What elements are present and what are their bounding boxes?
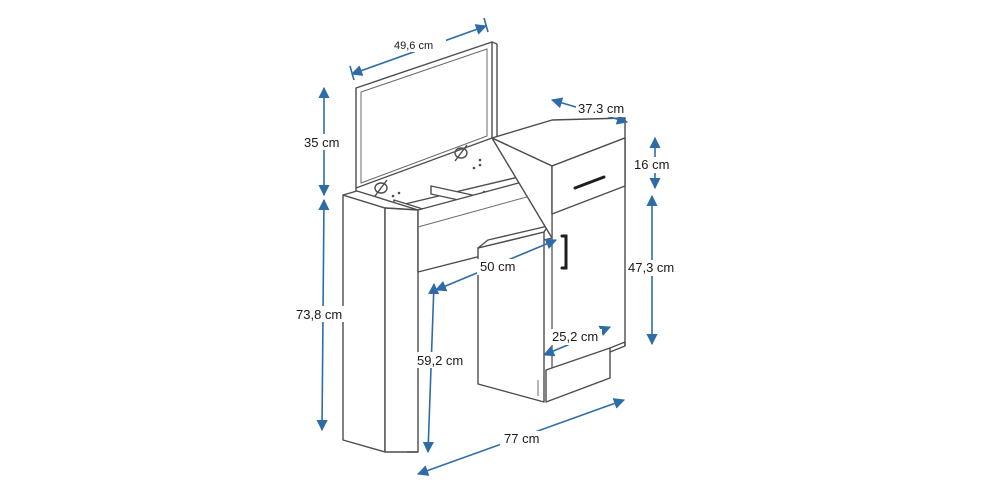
cabinet-depth-label: 37.3 cm (578, 101, 624, 116)
dimension-labels: 49,6 cm 35 cm 73,8 cm 59,2 cm 50 cm 37.3… (294, 38, 678, 447)
drawer-height-label: 16 cm (634, 157, 669, 172)
mirror-lid (355, 41, 498, 189)
hinge-icon (454, 144, 468, 162)
hinge-icon (374, 179, 388, 197)
door-height-label: 47,3 cm (628, 260, 674, 275)
total-width-label: 77 cm (504, 431, 539, 446)
middle-cabinet (477, 225, 549, 403)
total-height-label: 73,8 cm (296, 307, 342, 322)
cabinet-width-label: 25,2 cm (552, 329, 598, 344)
drawer-front (551, 137, 626, 215)
depth-label: 50 cm (480, 259, 515, 274)
mirror-height-label: 35 cm (304, 135, 339, 150)
drawer-handle-icon (573, 175, 606, 190)
mirror-width-label: 49,6 cm (394, 40, 433, 52)
left-side-panel (342, 190, 419, 453)
door-handle-icon (560, 234, 568, 270)
inner-height-label: 59,2 cm (417, 353, 463, 368)
screw-dots (391, 158, 486, 198)
